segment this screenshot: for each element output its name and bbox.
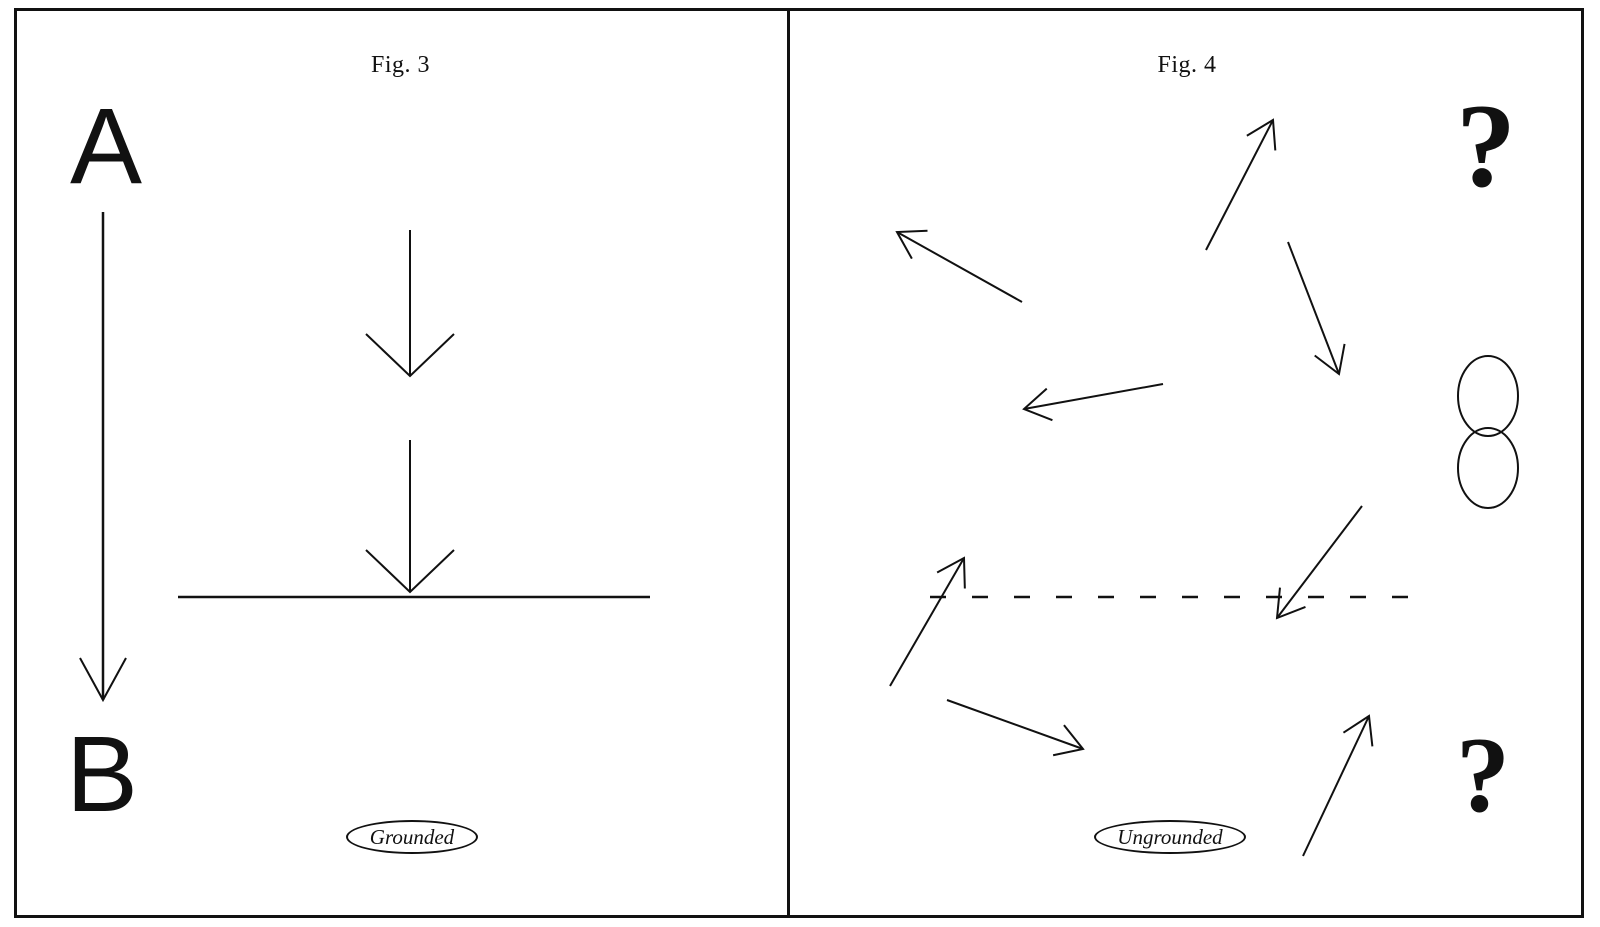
question-mark-bottom: ? [1456,716,1510,835]
outer-border [14,8,1584,918]
label-b: B [66,713,139,834]
question-mark-top: ? [1456,79,1516,212]
grounded-badge-label: Grounded [369,824,455,849]
grounded-badge: Grounded [346,820,478,854]
fig3-title: Fig. 3 [370,52,430,78]
fig4-title: Fig. 4 [1157,52,1217,78]
ungrounded-badge: Ungrounded [1094,820,1246,854]
panel-divider-line [787,8,790,918]
ungrounded-badge-label: Ungrounded [1117,824,1223,849]
label-a: A [70,85,143,206]
